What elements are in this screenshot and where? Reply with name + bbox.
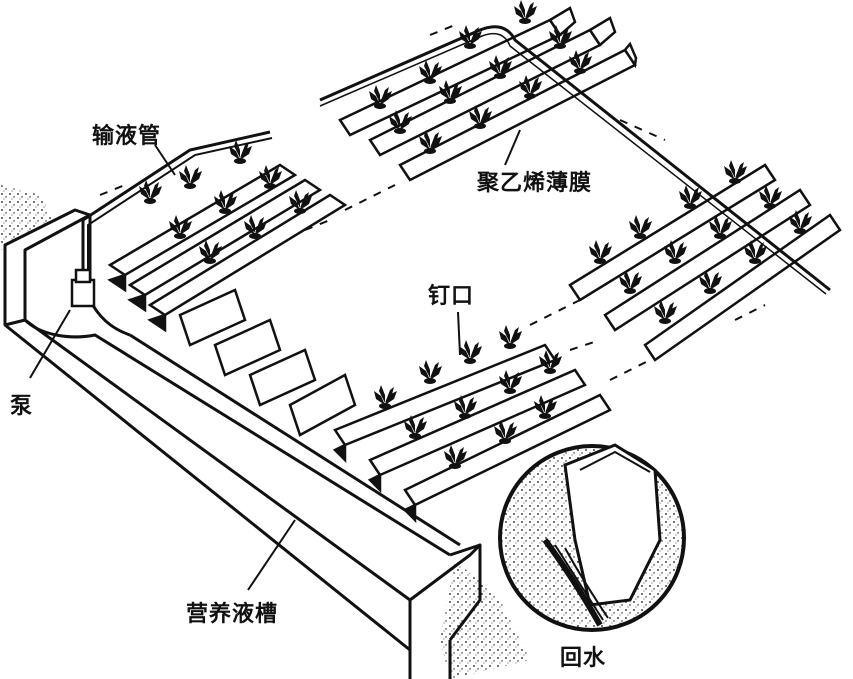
label-polyethylene-film: 聚乙烯薄膜: [477, 171, 593, 196]
pump: [70, 130, 273, 308]
return-water-inset: [498, 443, 686, 632]
delivery-pipe: [319, 25, 831, 295]
label-delivery-pipe: 输液管: [92, 124, 162, 149]
trough-segments: [178, 288, 357, 437]
label-planting-hole: 钉口: [428, 284, 475, 309]
label-return-water: 回水: [560, 646, 607, 671]
plants-right: [589, 160, 812, 324]
flow-arrows: [99, 24, 766, 381]
label-nutrient-tank: 营养液槽: [186, 602, 279, 627]
bench-right: [568, 163, 842, 362]
label-pump: 泵: [10, 394, 34, 419]
bench-back-left: [107, 163, 348, 333]
leader-lines: [29, 129, 521, 591]
